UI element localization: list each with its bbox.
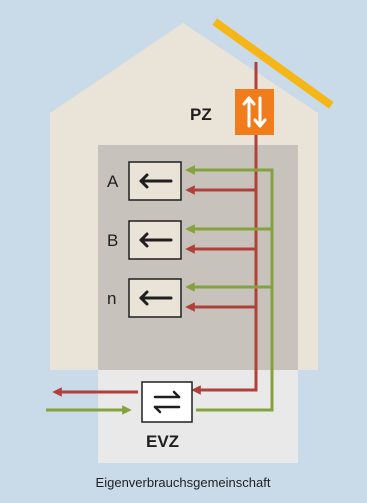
consumer-a: A <box>107 161 182 201</box>
consumer-label: A <box>107 172 119 191</box>
left-arrow-icon <box>139 290 173 306</box>
consumer-area <box>98 145 298 370</box>
meter-box <box>141 381 193 423</box>
producer-label: PZ <box>190 105 212 124</box>
consumer-b: B <box>107 220 182 260</box>
bidirectional-arrows-icon <box>242 96 267 128</box>
diagram-caption: Eigenverbrauchsgemeinschaft <box>96 475 271 490</box>
solar-panel <box>212 18 334 109</box>
left-arrow-icon <box>139 232 173 248</box>
meter-label: EVZ <box>146 432 179 451</box>
consumer-n: n <box>107 278 182 318</box>
meter-area <box>98 370 298 463</box>
left-arrow-icon <box>139 173 173 189</box>
consumer-label: n <box>107 289 116 308</box>
producer-box <box>235 89 274 135</box>
exchange-arrows-icon <box>153 390 181 414</box>
consumer-label: B <box>107 231 118 250</box>
